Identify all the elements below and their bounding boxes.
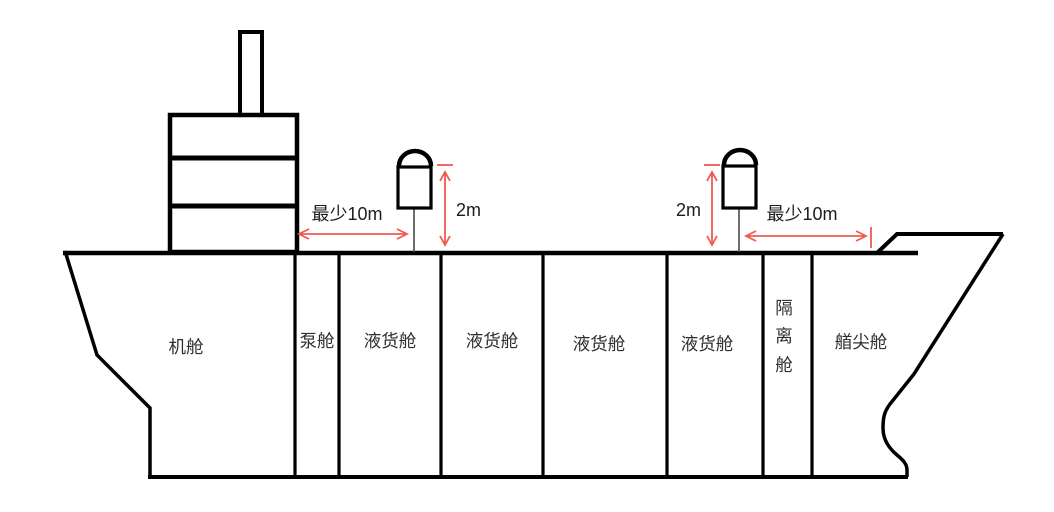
aft-min-distance-arrow bbox=[296, 228, 410, 240]
vent-head-body bbox=[396, 165, 433, 210]
cofferdam-label: 隔 离 舱 bbox=[775, 298, 793, 375]
cargo-tank-4-label: 液货舱 bbox=[681, 334, 734, 354]
forecastle-outline bbox=[875, 232, 1003, 255]
bow-stem-outline bbox=[881, 233, 1005, 477]
vent-head-body bbox=[721, 164, 758, 210]
cofferdam-label-char: 舱 bbox=[775, 355, 793, 375]
fore-peak-label: 艏尖舱 bbox=[835, 332, 888, 352]
bulkheads bbox=[293, 255, 814, 475]
hull bbox=[63, 232, 1005, 479]
cofferdam-label-char: 隔 bbox=[775, 298, 793, 318]
cargo-tank-2-label: 液货舱 bbox=[466, 331, 519, 351]
funnel bbox=[238, 30, 264, 118]
fwd-vent-height-label: 2m bbox=[676, 200, 701, 220]
engine-room-label: 机舱 bbox=[169, 337, 204, 357]
aft-vent-height-label: 2m bbox=[456, 200, 481, 220]
stern-outline bbox=[63, 250, 152, 477]
cargo-tank-1-label: 液货舱 bbox=[364, 331, 417, 351]
aft-vent-height-arrow bbox=[439, 170, 451, 247]
pump-room-label: 泵舱 bbox=[300, 331, 335, 351]
superstructure bbox=[167, 30, 300, 255]
fwd-min-distance-label: 最少10m bbox=[766, 204, 837, 224]
cofferdam-label-char: 离 bbox=[775, 326, 793, 346]
vent-head-dome-icon bbox=[721, 147, 759, 166]
dimension-annotations bbox=[296, 164, 872, 248]
aft-vent-mast bbox=[396, 148, 434, 252]
aft-min-distance-label: 最少10m bbox=[311, 204, 382, 224]
deckhouse bbox=[167, 112, 300, 255]
fwd-vent-height-arrow bbox=[706, 170, 718, 247]
cargo-tank-3-label: 液货舱 bbox=[573, 334, 626, 354]
fwd-min-distance-arrow bbox=[743, 230, 869, 242]
compartment-labels: 机舱 泵舱 液货舱 液货舱 液货舱 液货舱 隔 离 舱 艏尖舱 bbox=[169, 298, 888, 375]
vent-head-dome-icon bbox=[396, 148, 434, 167]
dimension-labels: 最少10m 2m 2m 最少10m bbox=[311, 200, 837, 224]
fwd-vent-mast bbox=[721, 147, 759, 252]
